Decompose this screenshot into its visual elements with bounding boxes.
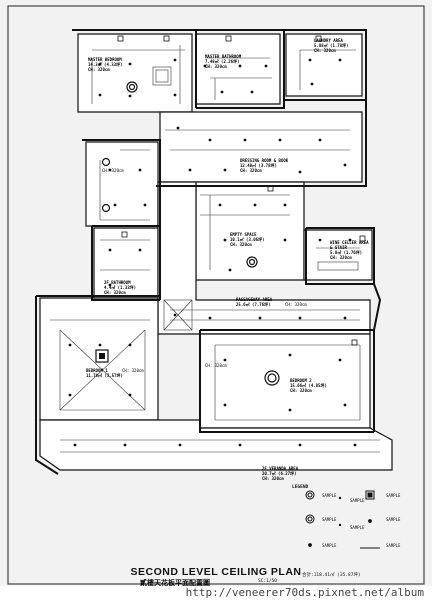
legend-item: SAMPLE bbox=[386, 493, 401, 498]
bathroom-2f-outline bbox=[93, 227, 159, 299]
legend-item: SAMPLE bbox=[350, 525, 365, 530]
watermark-url: http://veneerer70ds.pixnet.net/album bbox=[0, 586, 432, 600]
upper-left-room-outline bbox=[85, 141, 159, 227]
wine-cellar-outline bbox=[303, 229, 373, 281]
legend-item: SAMPLE bbox=[386, 543, 401, 548]
bedroom-2-outline bbox=[199, 333, 371, 429]
sheet-border bbox=[7, 5, 425, 585]
legend-item: SAMPLE bbox=[350, 498, 365, 503]
laundry-area-outline bbox=[285, 33, 363, 97]
legend-title: LEGEND bbox=[292, 485, 309, 490]
plan-title: SECOND LEVEL CEILING PLAN bbox=[130, 566, 302, 578]
title-block: SECOND LEVEL CEILING PLAN bbox=[0, 566, 432, 578]
room-outlines bbox=[39, 33, 393, 471]
empty-space-outline bbox=[195, 181, 305, 281]
bedroom1-light-core bbox=[99, 353, 105, 359]
legend-item: SAMPLE bbox=[322, 517, 337, 522]
plan-subtitle: 貳樓天花板平面配置圖 bbox=[140, 579, 210, 587]
legend-symbols bbox=[305, 490, 380, 549]
legend-dots bbox=[338, 496, 342, 527]
switch-marks bbox=[117, 35, 366, 346]
total-area: 合計:118.41㎡ (35.87坪) bbox=[302, 573, 361, 578]
legend-item: SAMPLE bbox=[322, 493, 337, 498]
bedroom1-light-box bbox=[95, 349, 109, 363]
detail-lines bbox=[50, 45, 380, 453]
dressing-room-outline bbox=[159, 111, 363, 183]
wall-lines bbox=[35, 29, 382, 475]
master-bathroom-outline bbox=[195, 33, 281, 105]
veranda-outline bbox=[39, 419, 393, 471]
legend-item: SAMPLE bbox=[386, 517, 401, 522]
ceiling-fixtures bbox=[68, 58, 357, 447]
large-lights bbox=[101, 81, 280, 386]
plan-scale: SC:1/50 bbox=[258, 579, 277, 584]
master-bedroom-outline bbox=[77, 33, 193, 113]
legend-item: SAMPLE bbox=[322, 543, 337, 548]
